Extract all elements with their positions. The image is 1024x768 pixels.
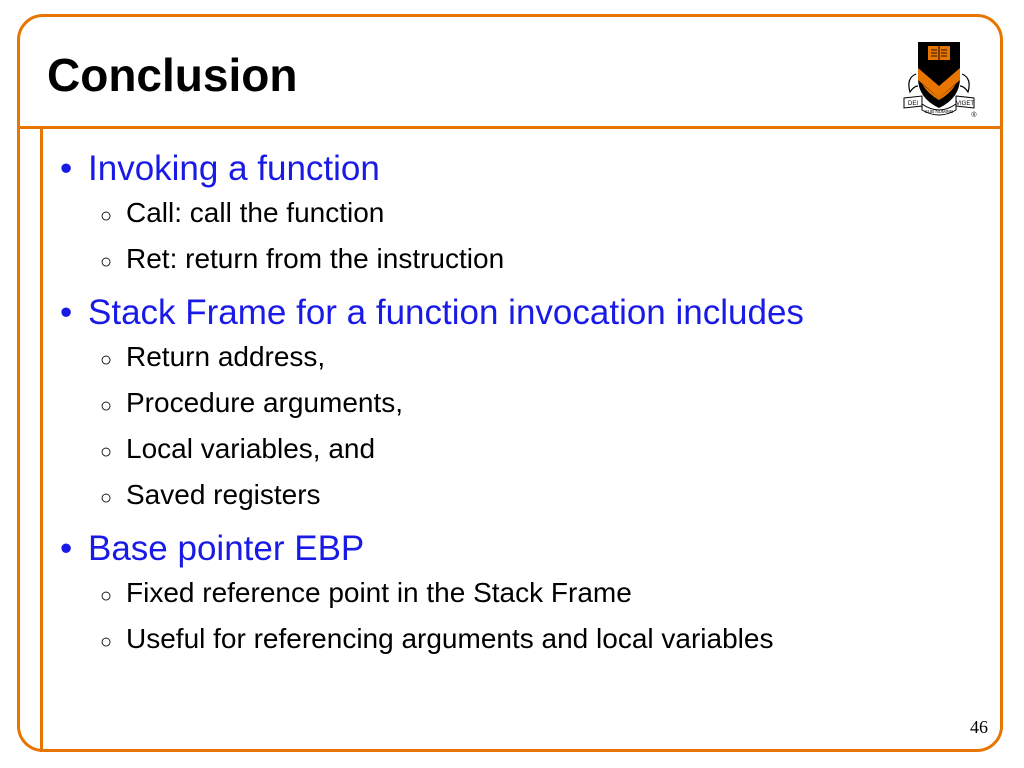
bullet-section: • Stack Frame for a function invocation … <box>60 292 990 518</box>
sub-bullet-text: Useful for referencing arguments and loc… <box>126 623 774 654</box>
logo-motto-right: VIGET <box>956 101 974 107</box>
logo-motto-center: SUB NUMINE <box>925 109 953 114</box>
logo-registered-mark: ® <box>971 111 977 119</box>
page-number: 46 <box>970 717 988 737</box>
bullet-dot-icon: • <box>60 293 73 332</box>
bullet-item: • Invoking a function <box>60 148 990 190</box>
sub-bullet-circle-icon: ○ <box>100 441 113 463</box>
sub-bullet-circle-icon: ○ <box>100 349 113 371</box>
sub-bullet-circle-icon: ○ <box>100 251 113 273</box>
sub-bullet-item: ○ Return address, <box>60 334 990 380</box>
bullet-section: • Invoking a function ○ Call: call the f… <box>60 148 990 282</box>
sub-bullet-circle-icon: ○ <box>100 395 113 417</box>
bullet-item: • Stack Frame for a function invocation … <box>60 292 990 334</box>
bullet-section: • Base pointer EBP ○ Fixed reference poi… <box>60 528 990 662</box>
sub-bullet-item: ○ Procedure arguments, <box>60 380 990 426</box>
princeton-shield-icon: DEI SUB NUMINE VIGET ® <box>903 42 977 119</box>
left-margin-rule <box>40 126 43 752</box>
bullet-item: • Base pointer EBP <box>60 528 990 570</box>
slide-frame <box>17 14 1003 752</box>
sub-bullet-item: ○ Local variables, and <box>60 426 990 472</box>
sub-bullet-text: Saved registers <box>126 479 321 510</box>
sub-bullet-item: ○ Ret: return from the instruction <box>60 236 990 282</box>
slide-content: • Invoking a function ○ Call: call the f… <box>60 148 990 672</box>
bullet-text: Base pointer EBP <box>88 529 365 568</box>
sub-bullet-item: ○ Useful for referencing arguments and l… <box>60 616 990 662</box>
bullet-text: Stack Frame for a function invocation in… <box>88 293 804 332</box>
sub-bullet-text: Fixed reference point in the Stack Frame <box>126 577 632 608</box>
sub-bullet-circle-icon: ○ <box>100 585 113 607</box>
sub-bullet-text: Call: call the function <box>126 197 385 228</box>
sub-bullet-circle-icon: ○ <box>100 487 113 509</box>
sub-bullet-text: Ret: return from the instruction <box>126 243 505 274</box>
sub-bullet-text: Return address, <box>126 341 326 372</box>
bullet-text: Invoking a function <box>88 149 380 188</box>
sub-bullet-circle-icon: ○ <box>100 631 113 653</box>
sub-bullet-circle-icon: ○ <box>100 205 113 227</box>
title-divider <box>17 126 1003 129</box>
sub-bullet-item: ○ Call: call the function <box>60 190 990 236</box>
slide-title: Conclusion <box>47 49 298 101</box>
logo-motto-left: DEI <box>908 101 918 107</box>
sub-bullet-text: Local variables, and <box>126 433 376 464</box>
bullet-dot-icon: • <box>60 149 73 188</box>
bullet-dot-icon: • <box>60 529 73 568</box>
sub-bullet-text: Procedure arguments, <box>126 387 404 418</box>
sub-bullet-item: ○ Saved registers <box>60 472 990 518</box>
sub-bullet-item: ○ Fixed reference point in the Stack Fra… <box>60 570 990 616</box>
